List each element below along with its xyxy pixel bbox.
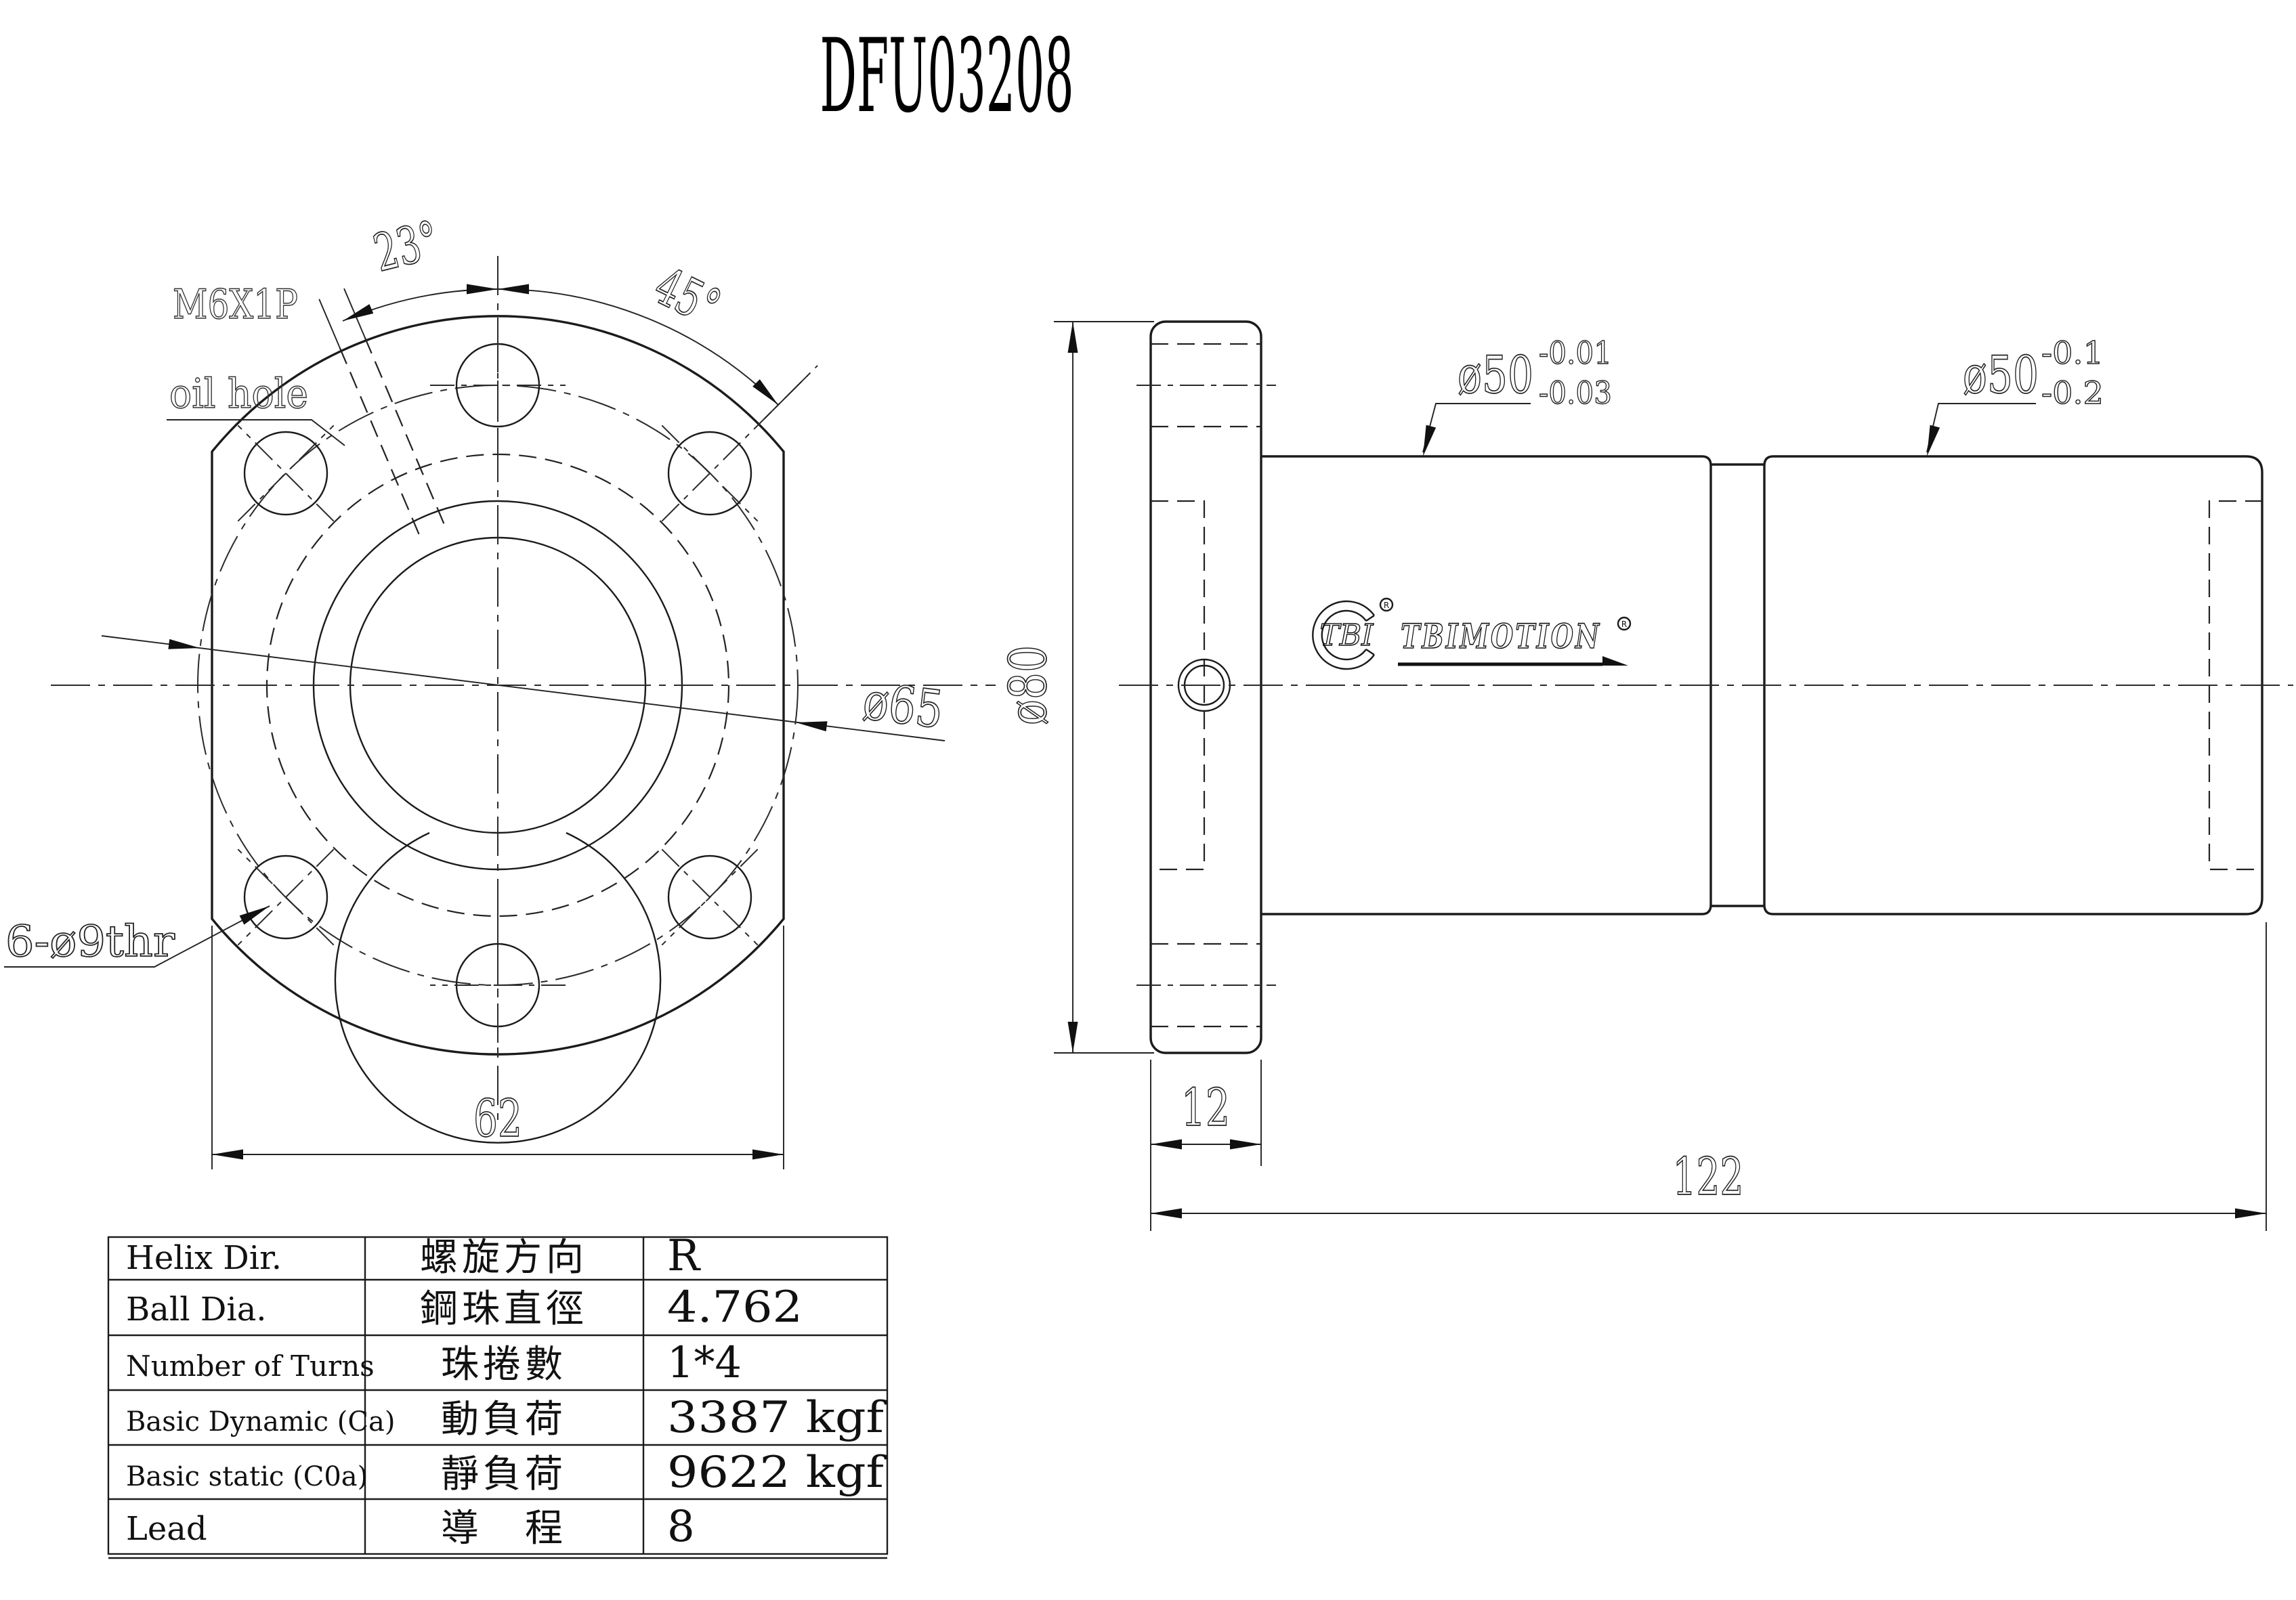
registered-mark: R	[1621, 620, 1627, 629]
body-dia-leader	[1422, 403, 1531, 453]
front-view: 23° 45° M6X1P oil hole ø65 6-ø9thr 62	[4, 209, 996, 1169]
arrowhead	[343, 304, 374, 321]
oil-hole-label-line2: oil hole	[169, 370, 308, 418]
spec-label-zh: 珠捲數	[441, 1343, 567, 1387]
bolt-hole-135	[237, 425, 335, 522]
arrowhead	[1230, 1139, 1261, 1150]
angle-45-extension	[763, 374, 809, 420]
end-dia-leader	[1926, 403, 2036, 453]
table-row: Ball Dia. 鋼珠直徑 4.762	[126, 1282, 803, 1333]
bolt-hole-45	[661, 365, 818, 522]
bcd-label: ø65	[860, 670, 947, 740]
side-view: ø80 ø50 -0.01 -0.03 ø50 -0.1 -0.2 TBI R …	[997, 320, 2293, 1231]
tbi-logo-c-swirl	[1312, 600, 1375, 670]
end-dia-tol-lower: -0.2	[2041, 374, 2104, 411]
spec-value: 1*4	[667, 1338, 742, 1388]
total-length-label: 122	[1673, 1146, 1744, 1207]
arrowhead	[212, 1149, 243, 1160]
arrowhead	[168, 639, 200, 649]
spec-value: R	[667, 1231, 701, 1281]
registered-mark: R	[1384, 601, 1389, 610]
spec-value: 3387 kgf	[667, 1393, 887, 1443]
ball-groove-arc	[334, 831, 662, 1144]
end-dia-label: ø50	[1963, 345, 2039, 405]
bolt-holes-leader	[4, 905, 270, 968]
spec-table: Helix Dir. 螺旋方向 R Ball Dia. 鋼珠直徑 4.762 N…	[107, 1231, 889, 1559]
arrowhead	[1927, 425, 1940, 456]
angle-45-label: 45°	[645, 255, 729, 338]
tbimotion-wordmark: TBIMOTION	[1401, 616, 1601, 656]
bolt-holes-label: 6-ø9thr	[5, 917, 175, 967]
spec-label-zh: 靜負荷	[441, 1452, 567, 1496]
arrowhead	[1067, 322, 1078, 353]
spec-table-border	[107, 1236, 889, 1555]
body-dia-label: ø50	[1458, 345, 1533, 405]
spec-label-en: Basic Dynamic (Ca)	[126, 1406, 395, 1437]
spec-value: 9622 kgf	[667, 1448, 887, 1498]
spec-value: 8	[667, 1502, 695, 1552]
end-dia-tol-upper: -0.1	[2041, 334, 2104, 371]
tbi-badge-text: TBI	[1319, 618, 1374, 653]
bolt-hole-270	[430, 917, 566, 1053]
body-dia-tol-lower: -0.03	[1539, 374, 1612, 411]
registered-icon	[1379, 597, 1394, 612]
flange-thickness-label: 12	[1181, 1077, 1230, 1138]
spec-label-en: Ball Dia.	[126, 1291, 267, 1328]
arrowhead	[752, 1149, 784, 1160]
flange-dia-label: ø80	[998, 645, 1058, 725]
table-row: Helix Dir. 螺旋方向 R	[126, 1231, 701, 1281]
spec-label-zh: 動負荷	[441, 1398, 567, 1442]
spec-value: 4.762	[667, 1282, 803, 1333]
oil-hole-leader	[167, 419, 345, 446]
angle-45-arc	[497, 288, 779, 406]
spec-label-en: Basic static (C0a)	[126, 1461, 368, 1492]
spec-label-en: Number of Turns	[126, 1349, 375, 1383]
flange-side-outline	[1149, 320, 1262, 1054]
spec-label-en: Lead	[126, 1510, 207, 1548]
table-row: Basic static (C0a) 靜負荷 9622 kgf	[126, 1448, 887, 1498]
tbi-logo: TBI R TBIMOTION R	[1312, 597, 1632, 670]
arrowhead	[467, 284, 498, 295]
arrowhead	[1151, 1139, 1182, 1150]
arrowhead	[752, 379, 778, 405]
arrowhead	[1067, 1022, 1078, 1053]
drawing-title: DFU03208	[820, 18, 1074, 135]
arrowhead	[498, 284, 529, 295]
spec-label-zh: 螺旋方向	[420, 1236, 588, 1280]
registered-icon	[1617, 616, 1632, 631]
body-dia-tol-upper: -0.01	[1539, 334, 1612, 371]
bolt-hole-90	[430, 318, 566, 453]
arrowhead	[239, 906, 270, 925]
bolt-hole-225	[237, 848, 335, 946]
spec-label-en: Helix Dir.	[126, 1239, 282, 1277]
arrowhead	[796, 721, 828, 732]
flange-outline	[211, 315, 785, 1056]
oil-hole-label-line1: M6X1P	[173, 281, 298, 328]
spec-label-zh: 鋼珠直徑	[420, 1287, 588, 1331]
arrowhead	[2235, 1208, 2266, 1219]
angle-23-label: 23°	[368, 209, 445, 283]
table-row: Number of Turns 珠捲數 1*4	[126, 1338, 742, 1388]
arrowhead	[1151, 1208, 1182, 1219]
width-62-label: 62	[473, 1088, 522, 1148]
wordmark-underline-flag	[1602, 656, 1628, 666]
oil-hole-lines	[318, 288, 447, 540]
table-row: Lead 導 程 8	[126, 1502, 695, 1552]
spec-label-zh: 導 程	[441, 1507, 567, 1551]
arrowhead	[1423, 425, 1437, 456]
table-row: Basic Dynamic (Ca) 動負荷 3387 kgf	[126, 1393, 887, 1443]
